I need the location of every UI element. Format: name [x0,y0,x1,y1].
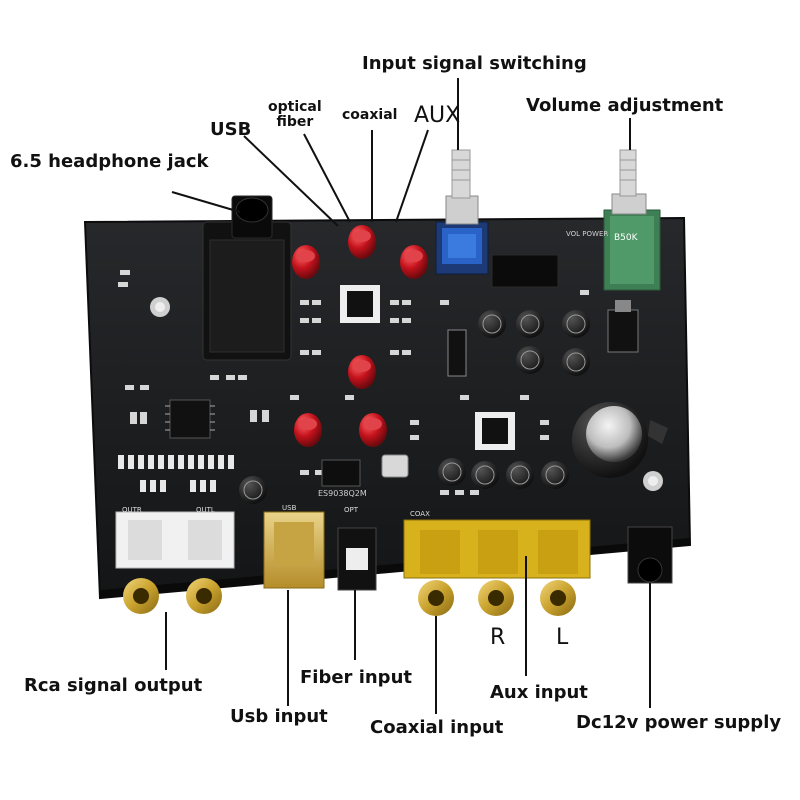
label-input-switching: Input signal switching [362,53,587,74]
mounting-holes [150,297,663,491]
power-capacitor [572,402,668,478]
coax-label: COAX [410,510,430,518]
opamp-chip-1 [340,285,380,323]
dac-chip: ES9038Q2M [318,459,367,498]
pot-value: B50K [614,233,639,243]
label-headphone-jack: 6.5 headphone jack [10,151,209,172]
resistor-array [118,455,234,492]
pointer-lines [165,78,651,714]
label-r-channel: R [490,625,506,650]
label-dc-power: Dc12v power supply [576,712,782,733]
voltage-regulator [607,300,639,353]
headphone-jack [202,195,292,361]
label-l-channel: L [556,625,569,650]
label-optical-line2: fiber [276,114,314,131]
label-aux-input: Aux input [490,682,588,703]
crystal-oscillator [381,454,409,478]
smd-components [118,270,629,495]
outr-label: OUTR [122,506,142,514]
label-volume: Volume adjustment [526,95,724,116]
black-capacitors [239,310,590,504]
label-aux: AUX [414,103,461,128]
pin-header [491,254,559,288]
volume-potentiometer: B50K VOL POWER [566,149,661,291]
outl-label: OUTL [196,506,215,514]
pot-board-label: VOL POWER [566,230,608,238]
usb-controller-chip [165,399,215,439]
opt-label: OPT [344,506,359,514]
label-fiber-input: Fiber input [300,667,412,688]
red-capacitors [292,225,428,447]
label-rca-output: Rca signal output [24,675,203,696]
dac-chip-label: ES9038Q2M [318,489,367,498]
label-usb-input: Usb input [230,706,328,727]
input-selector-switch [435,149,489,275]
label-coaxial-input: Coaxial input [370,717,504,738]
label-optical-fiber: optical fiber [268,99,322,131]
optical-port: OPT [337,506,377,591]
label-coaxial: coaxial [342,107,398,123]
opamp-chip-2 [475,412,515,450]
ic-strip [447,329,467,377]
dc-power-jack [627,526,673,584]
usb-b-port: USB [263,504,325,589]
usb-port-label: USB [282,504,297,512]
label-usb: USB [210,119,252,140]
rca-output-jacks: OUTR OUTL [115,506,235,614]
coax-aux-jacks: COAX [403,510,591,616]
label-optical-line1: optical [268,99,322,115]
